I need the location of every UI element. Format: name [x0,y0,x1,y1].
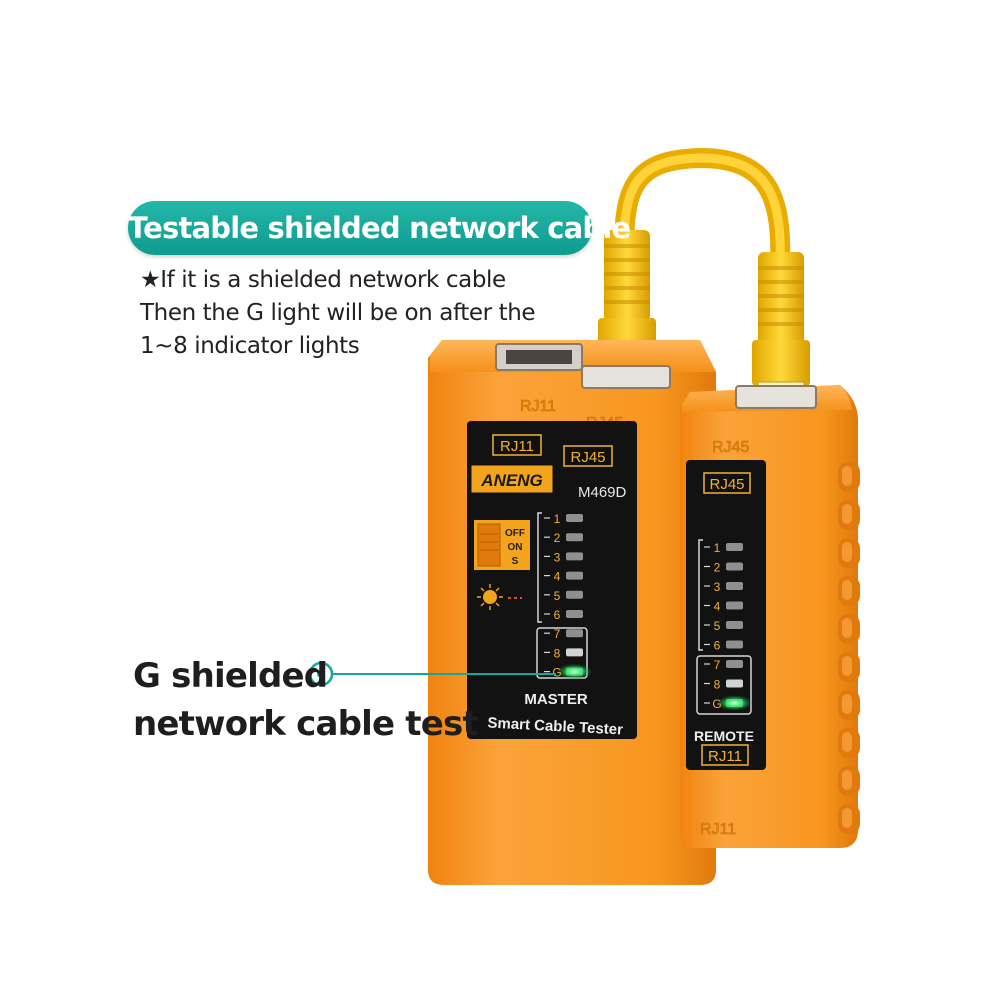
master-led-label: 2 [554,531,561,545]
master-panel [467,421,637,739]
switch-label-s: S [512,556,519,567]
master-led-6 [566,610,583,618]
remote-led-7 [726,660,743,668]
master-unit: RJ11 RJ45 RJ11 RJ45 ANENG M469D OFF ON S [428,340,716,885]
remote-title: REMOTE [694,728,754,744]
note-line-3: 1~8 indicator lights [140,333,360,359]
remote-panel [686,460,766,770]
master-led-2 [566,533,583,542]
switch-label-on: ON [508,542,523,553]
master-led-1 [566,514,583,522]
master-led-8 [566,648,583,657]
remote-unit: RJ45 RJ11 RJ45 12345678G REMOTE RJ11 [680,385,860,848]
master-led-7 [566,629,583,638]
remote-port-label-rj11: RJ11 [708,748,742,765]
note-line-1: ★If it is a shielded network cable [140,267,506,293]
remote-led-glow [716,695,753,711]
brand-logo-text: ANENG [480,471,542,490]
note-line-2: Then the G light will be on after the [140,300,536,326]
master-port-label-rj45: RJ45 [570,449,605,466]
remote-molded-rj11: RJ11 [700,821,736,838]
master-led-label: 7 [554,627,561,641]
headline-badge: Testable shielded network cable [128,201,631,255]
callout-pointer [308,661,556,687]
remote-led-4 [726,601,743,610]
remote-led-label: 4 [714,600,721,614]
remote-led-label: 8 [714,678,721,692]
remote-led-label: 1 [714,541,721,555]
master-model: M469D [578,484,627,501]
master-title: MASTER [524,691,588,708]
remote-led-2 [726,562,743,571]
master-led-label: 1 [554,512,561,526]
master-molded-rj11: RJ11 [520,398,556,415]
callout-line-1: G shielded [133,656,328,696]
switch-label-off: OFF [505,528,525,539]
master-led-label: 6 [554,608,561,622]
remote-led-label: 2 [714,561,721,575]
speed-indicator-icon [477,584,522,610]
remote-led-label: 7 [714,658,721,672]
master-led-label: 5 [554,589,561,603]
power-switch[interactable] [477,523,501,567]
shielded-note: ★If it is a shielded network cable Then … [140,264,560,363]
headline-text: Testable shielded network cable [128,211,631,245]
remote-led-6 [726,640,743,649]
remote-led-8 [726,679,743,688]
master-led-label: 8 [554,646,561,660]
master-led-4 [566,571,583,580]
master-led-label: 3 [554,550,561,564]
remote-led-label: 6 [714,639,721,653]
master-led-3 [566,552,583,561]
remote-led-label: 3 [714,580,721,594]
remote-led-label: 5 [714,619,721,633]
remote-led-1 [726,543,743,551]
master-led-label: 4 [554,570,561,584]
remote-led-3 [726,582,743,590]
remote-led-5 [726,621,743,629]
remote-cable-boot [752,252,810,405]
brand-logo [471,465,553,493]
callout-line-2: network cable test [133,704,479,744]
master-port-label-rj11: RJ11 [500,438,534,455]
master-led-glow [556,663,593,680]
remote-molded-rj45: RJ45 [712,439,749,456]
remote-port-label-rj45: RJ45 [709,476,744,493]
g-shield-callout: G shielded network cable test [133,652,479,748]
master-led-5 [566,590,583,599]
